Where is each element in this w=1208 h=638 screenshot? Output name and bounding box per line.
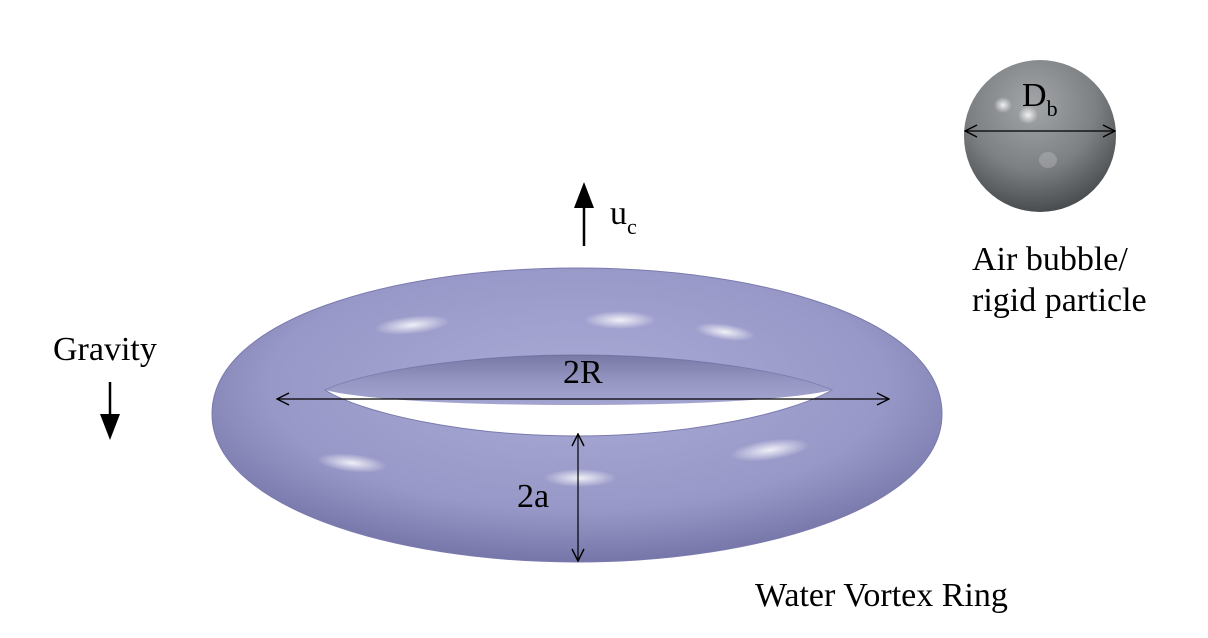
- velocity-label: uc: [610, 195, 637, 239]
- vortex-ring-body: [211, 267, 943, 563]
- velocity-arrowhead: [574, 182, 594, 208]
- ring-highlight: [584, 311, 656, 329]
- ring-highlight: [317, 453, 387, 473]
- bubble-diameter-label: Db: [1022, 77, 1058, 121]
- bubble-highlight: [994, 97, 1012, 113]
- velocity-subscript: c: [627, 214, 637, 239]
- ring-highlight: [695, 323, 755, 341]
- gravity-arrowhead: [100, 414, 120, 440]
- bubble-highlight: [1018, 106, 1038, 124]
- core-diameter-label: 2a: [517, 478, 549, 515]
- ring-highlight: [730, 438, 810, 462]
- ring-diameter-label: 2R: [563, 354, 603, 391]
- ring-highlight: [374, 315, 450, 335]
- bubble-highlight: [1039, 152, 1057, 168]
- bubble-caption-line1: Air bubble/: [972, 241, 1128, 278]
- vortex-ring-caption: Water Vortex Ring: [755, 577, 1008, 614]
- ring-highlight: [544, 469, 616, 487]
- vortex-ring: [211, 267, 943, 563]
- gravity-label: Gravity: [53, 331, 157, 368]
- bubble-diameter-subscript: b: [1047, 96, 1058, 121]
- bubble-caption-line2: rigid particle: [972, 282, 1147, 319]
